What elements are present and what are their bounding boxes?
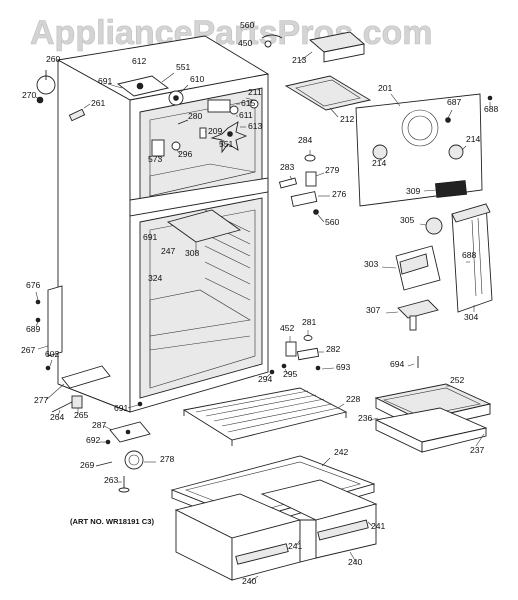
- crisper-drawers-240: [174, 479, 378, 583]
- callout-610: 610: [190, 74, 205, 84]
- callout-287: 287: [92, 420, 107, 430]
- callout-284: 284: [298, 135, 313, 145]
- watermark-text: AppliancePartsPros.com: [30, 14, 432, 52]
- shield-303: [381, 245, 441, 291]
- callout-611: 611: [239, 110, 253, 120]
- left-bracket: [35, 285, 63, 371]
- ice-parts: [261, 31, 372, 118]
- callout-615: 615: [241, 98, 256, 108]
- callout-294: 294: [258, 374, 273, 384]
- callout-450: 450: [238, 38, 253, 48]
- callout-307: 307: [366, 305, 381, 315]
- callout-201: 201: [378, 83, 393, 93]
- callout-228: 228: [346, 394, 361, 404]
- label-309: [435, 180, 467, 198]
- callout-692: 692: [86, 435, 101, 445]
- callout-676: 676: [26, 280, 41, 290]
- callout-613: 613: [248, 121, 263, 131]
- callout-213: 213: [292, 55, 307, 65]
- callout-573: 573: [148, 154, 163, 164]
- callout-240: 240: [242, 576, 257, 586]
- cabinet: [56, 35, 270, 413]
- bottom-small-parts: [265, 330, 419, 379]
- callout-241: 241: [288, 541, 303, 551]
- callout-261: 261: [91, 98, 106, 108]
- callout-237: 237: [470, 445, 485, 455]
- callout-280: 280: [188, 111, 203, 121]
- callout-247: 247: [161, 246, 176, 256]
- callout-452: 452: [280, 323, 295, 333]
- callout-691: 691: [114, 403, 129, 413]
- callout-295: 295: [283, 369, 298, 379]
- meat-pan: [369, 383, 492, 453]
- callout-612: 612: [132, 56, 147, 66]
- callout-560: 560: [240, 20, 255, 30]
- housing-304: [451, 203, 493, 313]
- cover-201: [355, 93, 493, 207]
- callout-282: 282: [326, 344, 341, 354]
- callout-278: 278: [160, 454, 175, 464]
- callout-252: 252: [450, 375, 465, 385]
- callout-551: 551: [176, 62, 191, 72]
- callout-212: 212: [340, 114, 355, 124]
- callout-551: 551: [219, 139, 234, 149]
- callout-687: 687: [447, 97, 462, 107]
- callout-305: 305: [400, 215, 415, 225]
- callout-265: 265: [74, 410, 89, 420]
- control-parts: [107, 72, 259, 160]
- callout-264: 264: [50, 412, 65, 422]
- callout-324: 324: [148, 273, 163, 283]
- callout-691: 691: [143, 232, 158, 242]
- callout-267: 267: [21, 345, 36, 355]
- callout-211: 211: [248, 87, 262, 97]
- callout-214: 214: [372, 158, 387, 168]
- callout-263: 263: [104, 475, 119, 485]
- part-261: [68, 103, 91, 122]
- callout-688: 688: [484, 104, 499, 114]
- hinge-260: [35, 70, 56, 104]
- shelf-308: [166, 209, 242, 243]
- callout-236: 236: [358, 413, 373, 423]
- callout-270: 270: [22, 90, 37, 100]
- callout-209: 209: [208, 126, 223, 136]
- bottom-hinge: [45, 365, 143, 417]
- callout-303: 303: [364, 259, 379, 269]
- callout-688: 688: [462, 250, 477, 260]
- callout-602: 602: [45, 349, 60, 359]
- callout-242: 242: [334, 447, 349, 457]
- callout-281: 281: [302, 317, 317, 327]
- callout-691: 691: [98, 76, 113, 86]
- callout-241: 241: [371, 521, 386, 531]
- callout-560: 560: [325, 217, 340, 227]
- callout-214: 214: [466, 134, 481, 144]
- callout-283: 283: [280, 162, 295, 172]
- callout-276: 276: [332, 189, 347, 199]
- callout-308: 308: [185, 248, 200, 258]
- callout-693: 693: [336, 362, 351, 372]
- callout-260: 260: [46, 54, 61, 64]
- shelf-228: [182, 387, 348, 446]
- callout-279: 279: [325, 165, 340, 175]
- art-number: (ART NO. WR18191 C3): [70, 517, 154, 526]
- knob-305: [419, 217, 443, 235]
- part-307: [385, 299, 439, 331]
- middle-parts: [278, 150, 330, 223]
- callout-689: 689: [26, 324, 41, 334]
- callout-277: 277: [34, 395, 49, 405]
- callout-694: 694: [390, 359, 405, 369]
- callout-240: 240: [348, 557, 363, 567]
- callout-296: 296: [178, 149, 193, 159]
- part-287: [100, 421, 151, 445]
- callout-304: 304: [464, 312, 479, 322]
- callout-269: 269: [80, 460, 95, 470]
- leveler-parts: [95, 450, 156, 493]
- callout-309: 309: [406, 186, 421, 196]
